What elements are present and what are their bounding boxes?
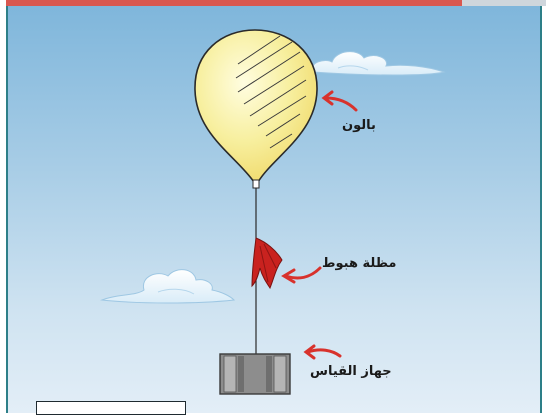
instrument-box-icon [219,353,291,395]
top-accent-bar [6,0,462,6]
scene-illustration [100,29,446,395]
top-gray-bar [462,0,546,6]
parachute-label: مظلة هبوط [322,256,397,271]
cloud-icon [311,51,446,76]
balloon-label: بالون [342,118,376,133]
instrument-label: جهاز القياس [310,364,392,379]
parachute-icon [251,237,283,290]
sky-panel: بالون مظلة هبوط جهاز القياس [6,6,542,413]
pointer-arrow-icon [321,90,358,112]
pointer-arrow-icon [281,266,322,284]
pointer-arrow-icon [303,344,342,360]
balloon-icon [194,29,318,189]
cloud-icon [100,269,236,304]
